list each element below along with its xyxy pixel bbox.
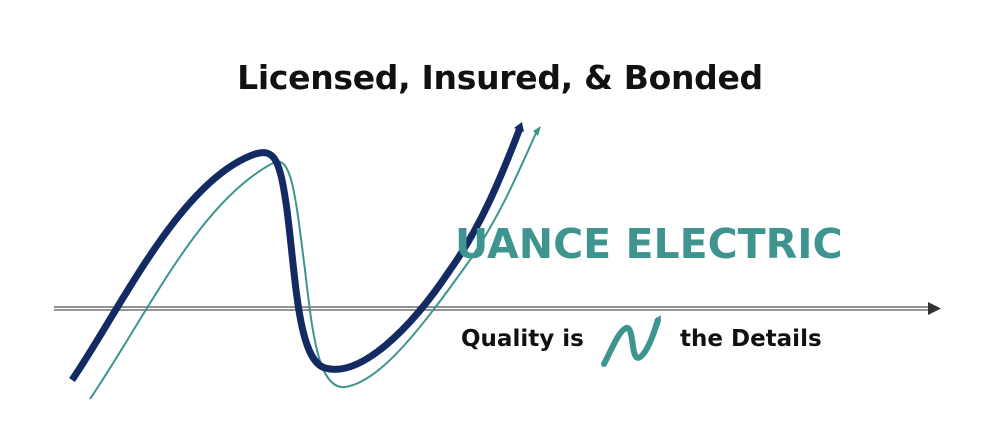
tagline-licensed: Licensed, Insured, & Bonded [237,58,763,97]
brand-name: UANCE ELECTRIC [455,220,843,268]
teal-wave-icon [89,132,537,400]
slogan-right: the Details [680,326,822,352]
n-squiggle-icon [601,315,661,367]
navy-wave-icon [69,126,524,382]
axis-arrow-icon [54,302,941,315]
slogan-left: Quality is [461,326,584,352]
